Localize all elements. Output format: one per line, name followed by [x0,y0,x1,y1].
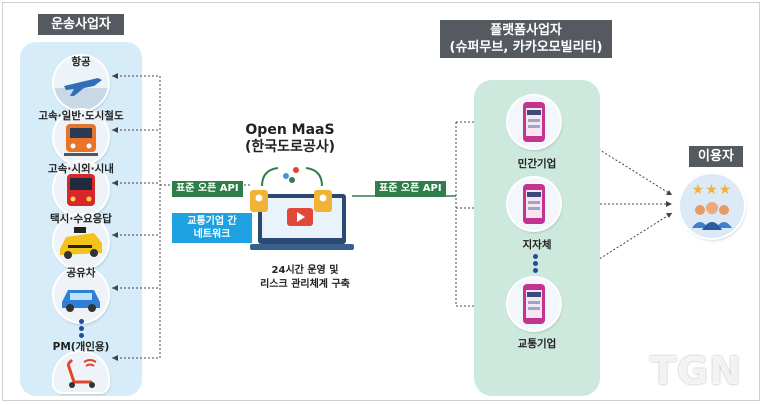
platform-label-local-gov: 지자체 [522,239,552,251]
rating-stars-icon: ★★★ [691,182,733,198]
users-group-icon [692,202,732,230]
mode-label-bus: 고속·시외·시내 [48,163,114,175]
ellipsis-dot [533,254,538,259]
api-tag-right: 표준 오픈 API [375,181,446,197]
phone-app-icon [523,102,545,142]
mode-label-airplane: 항공 [71,56,91,68]
api-tag-left: 표준 오픈 API [172,181,243,197]
phone-app-icon [523,184,545,224]
user-title: 이용자 [689,146,743,167]
ellipsis-dot [79,319,84,324]
center-title-line2: (한국도로공사) [244,139,336,155]
mode-circle-airplane [54,56,108,110]
scooter-icon [66,358,97,388]
mode-label-train: 고속·일반·도시철도 [38,110,124,122]
airplane-icon [54,78,108,110]
center-title: Open MaaS (한국도로공사) [226,122,354,156]
user-circle: ★★★ [680,174,744,238]
center-desc-line1: 24시간 운영 및 [271,265,339,276]
diagram-frame [2,2,760,401]
center-desc-line2: 리스크 관리체계 구축 [260,279,350,290]
watermark-logo: TGN [650,349,742,393]
ellipsis-dot [79,326,84,331]
platform-circle-transport-co [508,278,560,330]
phone-app-icon [523,284,545,324]
center-description: 24시간 운영 및 리스크 관리체계 구축 [230,264,380,292]
center-title-line1: Open MaaS [245,122,335,138]
platform-circle-private [508,96,560,148]
ellipsis-dot [79,333,84,338]
platform-title-line2: (슈퍼무브, 카카오모빌리티) [449,40,603,55]
train-icon [64,124,98,156]
mode-label-scooter: PM(개인용) [52,341,110,353]
mode-circle-taxi [54,215,108,269]
platform-title-line1: 플랫폼사업자 [490,23,562,38]
platform-label-transport-co: 교통기업 [517,338,557,350]
network-tag-line1: 교통기업 간 [187,216,237,227]
mode-circle-bus [54,162,108,216]
mode-label-car: 공유차 [66,267,96,279]
car-icon [62,290,100,312]
mode-circle-scooter [54,352,108,392]
network-tag: 교통기업 간 네트워크 [172,213,252,243]
ellipsis-dot [533,261,538,266]
network-tag-line2: 네트워크 [193,229,231,240]
mode-circle-train [54,110,108,164]
bus-icon [67,174,95,206]
mode-circle-car [54,268,108,322]
transport-title: 운송사업자 [38,14,124,35]
platform-label-private: 민간기업 [517,158,557,170]
platform-title: 플랫폼사업자 (슈퍼무브, 카카오모빌리티) [440,20,612,58]
mode-label-taxi: 택시·수요응답 [50,213,112,225]
platform-circle-local-gov [508,178,560,230]
taxi-icon [60,227,102,259]
ellipsis-dot [533,268,538,273]
